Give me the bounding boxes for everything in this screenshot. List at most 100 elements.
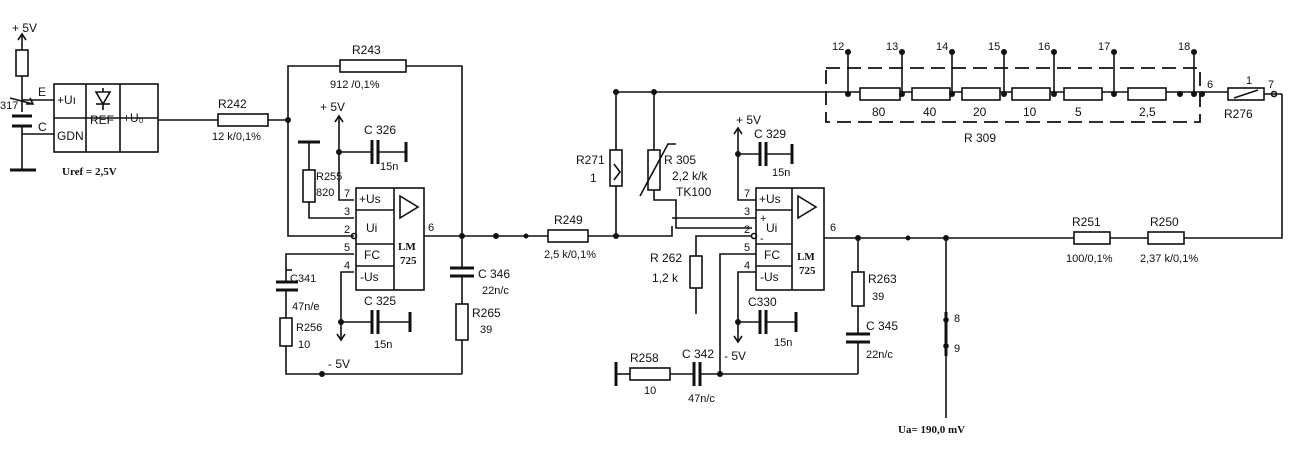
resistor-r258 <box>629 367 671 381</box>
c325-value: 15n <box>374 339 392 351</box>
tap-junction-13 <box>899 91 905 97</box>
c341-name: C341 <box>290 273 316 285</box>
r309-resistor-4 <box>1063 87 1103 101</box>
op2-plus-us: +Us <box>759 192 781 206</box>
r309-value-2: 20 <box>973 105 987 119</box>
r249-name: R249 <box>554 213 583 227</box>
op2-pin3: 3 <box>744 206 750 218</box>
r309-resistor-2 <box>961 87 1001 101</box>
r309-name: R 309 <box>964 131 996 145</box>
opamp1-triangle-icon <box>399 194 420 220</box>
r309-value-5: 2,5 <box>1139 105 1156 119</box>
op1-pin7: 7 <box>344 188 350 200</box>
tap-label-15: 15 <box>988 41 1000 53</box>
c330-value: 15n <box>774 337 792 349</box>
tap-junction-17 <box>1111 91 1117 97</box>
opamp1-body <box>355 187 425 291</box>
r250-name: R250 <box>1150 215 1179 229</box>
resistor-r243 <box>339 59 407 73</box>
op2-plus-sign: + <box>760 213 766 225</box>
op1-fc: FC <box>364 248 380 262</box>
tap-junction-16 <box>1051 91 1057 97</box>
tap-junction-18 <box>1191 91 1197 97</box>
pin-e-label: E <box>38 85 46 99</box>
r249-value: 2,5 k/0,1% <box>544 249 596 261</box>
resistor-r255 <box>302 169 316 203</box>
r251-name: R251 <box>1072 215 1101 229</box>
op2-ui: Ui <box>766 221 777 235</box>
r262-value: 1,2 k <box>652 271 679 285</box>
node-8-label: 8 <box>954 313 960 325</box>
r242-value: 12 k/0,1% <box>212 131 261 143</box>
c326-value: 15n <box>380 161 398 173</box>
r255-value: 820 <box>316 187 334 199</box>
op2-lm: LM <box>797 251 815 263</box>
r305-name: R 305 <box>664 153 696 167</box>
c345-name: C 345 <box>866 319 898 333</box>
op1-pin6: 6 <box>428 222 434 234</box>
r271-name: R271 <box>576 153 605 167</box>
tap-label-16: 16 <box>1038 41 1050 53</box>
c330-name: C330 <box>748 295 777 309</box>
pin-c-label: C <box>38 120 47 134</box>
c342-value: 47n/c <box>688 393 715 405</box>
tap-junction-12 <box>845 91 851 97</box>
r276-name: R276 <box>1224 107 1253 121</box>
r250-value: 2,37 k/0,1% <box>1140 253 1198 265</box>
resistor-r263 <box>851 271 865 307</box>
opamp2-triangle-icon <box>797 194 818 220</box>
op2-fc: FC <box>764 248 780 262</box>
r309-resistor-5 <box>1127 87 1167 101</box>
op1-pin3: 3 <box>344 206 350 218</box>
resistor-r251 <box>1073 231 1111 245</box>
r309-resistor-1 <box>911 87 951 101</box>
c325-name: C 325 <box>364 294 396 308</box>
op2-pin2: 2 <box>744 224 750 236</box>
op1-pin2: 2 <box>344 224 350 236</box>
tap-terminal-17 <box>1111 49 1117 55</box>
r309-resistor-3 <box>1011 87 1051 101</box>
tap-junction-14 <box>949 91 955 97</box>
ref-in-label: +Uı <box>57 93 76 107</box>
op2-model: 725 <box>799 265 816 277</box>
minus5-label-op2: - 5V <box>724 349 746 363</box>
r309-value-0: 80 <box>872 105 886 119</box>
r243-value: 912 /0,1% <box>330 79 380 91</box>
ua-label: Ua= 190,0 mV <box>898 424 965 436</box>
op1-model: 725 <box>400 255 417 267</box>
ref-gdn-label: GDN <box>57 129 84 143</box>
r263-name: R263 <box>868 272 897 286</box>
minus5-label-op1: - 5V <box>328 357 350 371</box>
tap-label-17: 17 <box>1098 41 1110 53</box>
tap-terminal-14 <box>949 49 955 55</box>
tap-terminal-12 <box>845 49 851 55</box>
resistor-r250 <box>1147 231 1185 245</box>
r255-name: R255 <box>316 171 342 183</box>
c326-name: C 326 <box>364 123 396 137</box>
c341-value: 47n/e <box>292 301 320 313</box>
r305-value: 2,2 k/k <box>672 169 708 183</box>
c346-name: C 346 <box>478 267 510 281</box>
tap-label-14: 14 <box>936 41 948 53</box>
trim-resistor <box>15 49 29 77</box>
op1-ui: Ui <box>366 221 377 235</box>
c342-name: C 342 <box>682 347 714 361</box>
plus5-label-op1: + 5V <box>320 100 345 114</box>
c345-value: 22n/c <box>866 349 893 361</box>
node-6-label: 6 <box>1207 79 1213 91</box>
tap-terminal-18 <box>1191 49 1197 55</box>
r305-type: TK100 <box>676 185 712 199</box>
r263-value: 39 <box>872 291 884 303</box>
op1-minus-us: -Us <box>360 270 379 284</box>
op2-pin6: 6 <box>830 222 836 234</box>
r258-value: 10 <box>644 385 656 397</box>
op1-lm: LM <box>398 241 416 253</box>
r256-value: 10 <box>298 339 310 351</box>
tap-label-13: 13 <box>886 41 898 53</box>
r271-value: 1 <box>590 171 597 185</box>
uref-label: Uref = 2,5V <box>62 166 117 178</box>
node-9-label: 9 <box>954 343 960 355</box>
resistor-r242 <box>217 113 269 127</box>
